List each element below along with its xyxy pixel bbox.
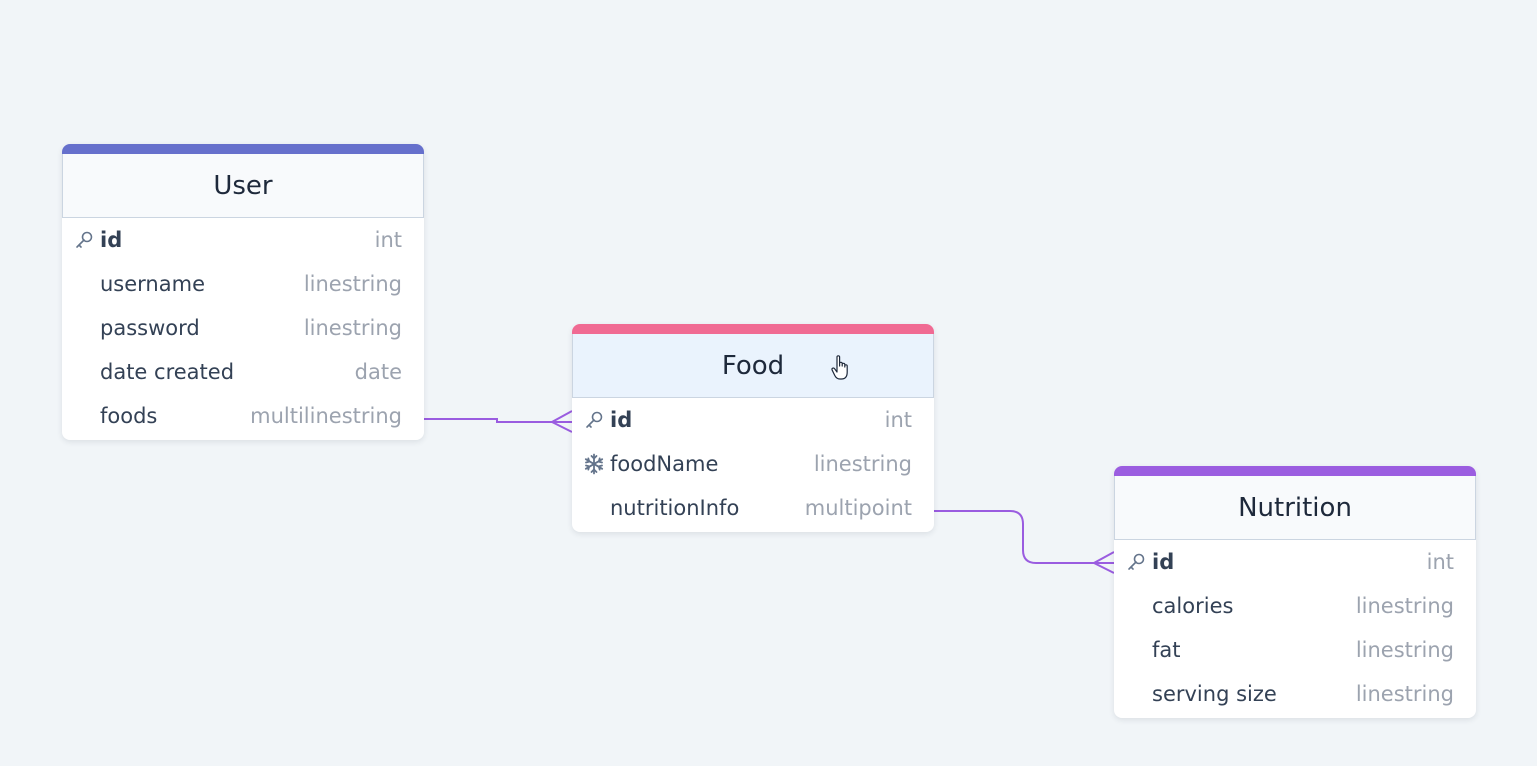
field-name: password xyxy=(100,316,200,340)
key-icon xyxy=(73,229,95,251)
field-type: linestring xyxy=(813,452,912,476)
key-icon xyxy=(583,409,605,431)
field-type: linestring xyxy=(303,316,402,340)
field-type: int xyxy=(884,408,912,432)
key-icon xyxy=(1125,551,1147,573)
field-name: id xyxy=(1152,550,1175,574)
field-type: linestring xyxy=(1355,682,1454,706)
field-name: nutritionInfo xyxy=(610,496,740,520)
field-row[interactable]: nutritionInfo multipoint xyxy=(572,486,934,530)
table-user[interactable]: User id int username linestring password… xyxy=(62,144,424,440)
field-type: date xyxy=(354,360,402,384)
field-row[interactable]: username linestring xyxy=(62,262,424,306)
field-type: multilinestring xyxy=(250,404,402,428)
field-row[interactable]: id int xyxy=(572,398,934,442)
table-color-bar xyxy=(572,324,934,334)
field-type: int xyxy=(1426,550,1454,574)
table-title: Nutrition xyxy=(1238,492,1352,523)
field-name: username xyxy=(100,272,205,296)
table-header[interactable]: User xyxy=(62,154,424,218)
field-row[interactable]: id int xyxy=(62,218,424,262)
field-name: id xyxy=(610,408,633,432)
field-row[interactable]: foodName linestring xyxy=(572,442,934,486)
field-row[interactable]: foods multilinestring xyxy=(62,394,424,438)
field-row[interactable]: id int xyxy=(1114,540,1476,584)
table-color-bar xyxy=(62,144,424,154)
field-type: linestring xyxy=(303,272,402,296)
field-row[interactable]: password linestring xyxy=(62,306,424,350)
table-header[interactable]: Food xyxy=(572,334,934,398)
hand-cursor-icon xyxy=(831,355,848,380)
field-name: id xyxy=(100,228,123,252)
field-type: linestring xyxy=(1355,638,1454,662)
relation-user-food[interactable] xyxy=(424,410,573,433)
field-type: linestring xyxy=(1355,594,1454,618)
field-type: multipoint xyxy=(804,496,912,520)
field-row[interactable]: calories linestring xyxy=(1114,584,1476,628)
field-name: fat xyxy=(1152,638,1181,662)
field-row[interactable]: fat linestring xyxy=(1114,628,1476,672)
field-name: date created xyxy=(100,360,235,384)
table-nutrition[interactable]: Nutrition id int calories linestring fat… xyxy=(1114,466,1476,718)
field-name: foodName xyxy=(610,452,719,476)
field-name: calories xyxy=(1152,594,1234,618)
relation-food-nutrition[interactable] xyxy=(934,510,1115,574)
field-row[interactable]: date created date xyxy=(62,350,424,394)
table-food[interactable]: Food id int xyxy=(572,324,934,532)
table-header[interactable]: Nutrition xyxy=(1114,476,1476,540)
field-type: int xyxy=(374,228,402,252)
field-row[interactable]: serving size linestring xyxy=(1114,672,1476,716)
table-title: Food xyxy=(721,350,785,381)
field-name: foods xyxy=(100,404,158,428)
snowflake-icon xyxy=(583,453,605,475)
table-color-bar xyxy=(1114,466,1476,476)
field-name: serving size xyxy=(1152,682,1277,706)
table-title: User xyxy=(213,170,273,201)
